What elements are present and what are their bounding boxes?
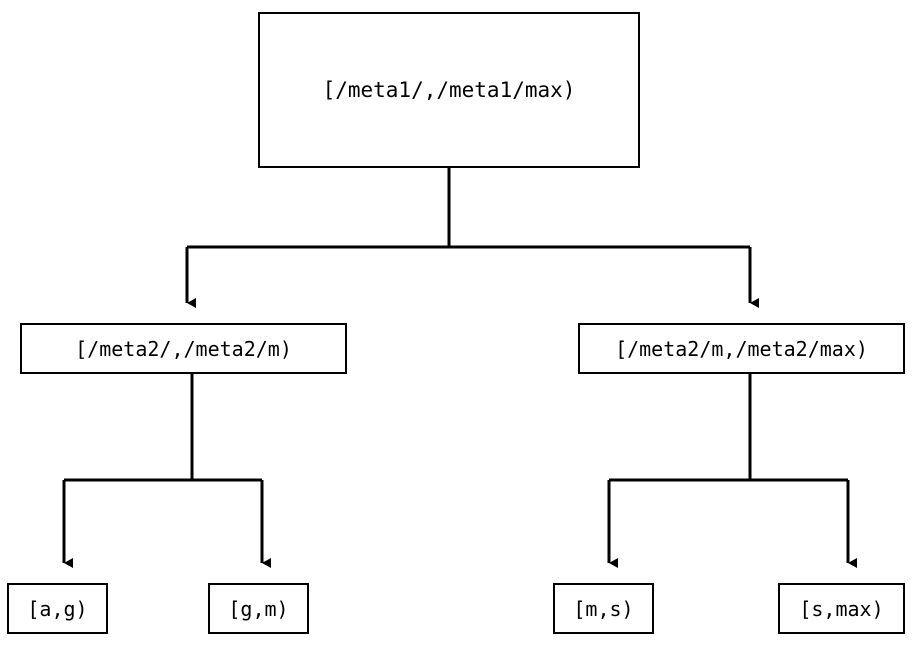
node-leaf-a-g[interactable]: [a,g) [7,583,108,634]
node-leaf-s-max-label: [s,max) [799,596,884,621]
node-leaf-m-s[interactable]: [m,s) [553,583,654,634]
node-mid-left[interactable]: [/meta2/,/meta2/m) [20,323,347,374]
node-leaf-s-max[interactable]: [s,max) [778,583,905,634]
node-leaf-g-m-label: [g,m) [228,596,289,621]
node-mid-right-label: [/meta2/m,/meta2/max) [615,336,868,361]
node-mid-left-label: [/meta2/,/meta2/m) [75,336,292,361]
node-mid-right[interactable]: [/meta2/m,/meta2/max) [578,323,905,374]
node-leaf-g-m[interactable]: [g,m) [208,583,309,634]
node-leaf-a-g-label: [a,g) [27,596,88,621]
node-leaf-m-s-label: [m,s) [573,596,634,621]
node-root[interactable]: [/meta1/,/meta1/max) [258,12,640,168]
node-root-label: [/meta1/,/meta1/max) [322,78,576,102]
